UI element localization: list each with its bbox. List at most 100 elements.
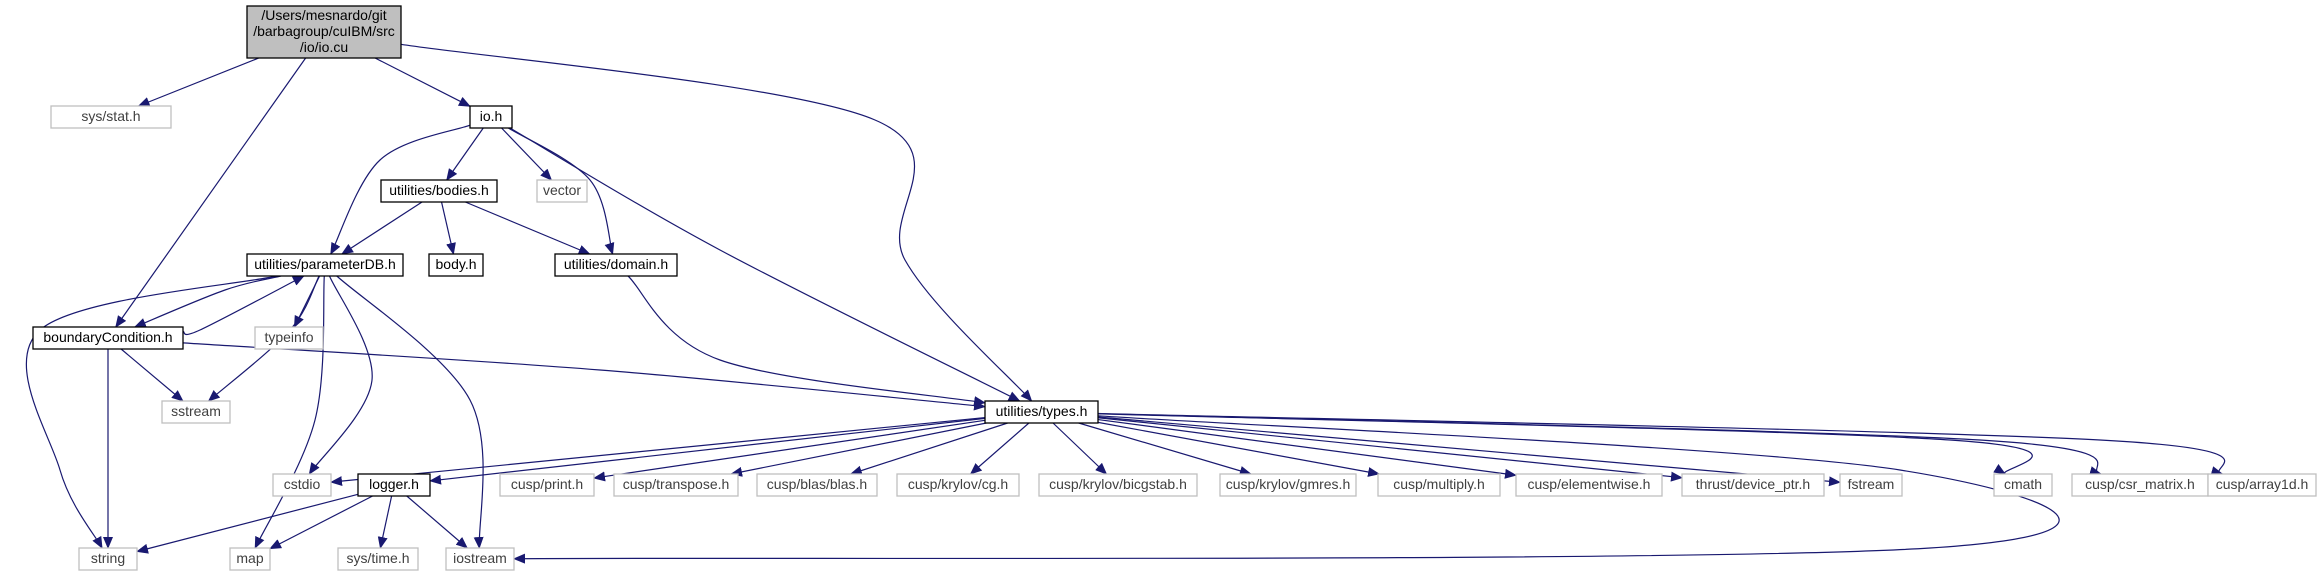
node-label: sys/time.h [346, 550, 409, 566]
edge-io_h-to-bodies [446, 127, 484, 181]
node-label: cusp/krylov/gmres.h [1226, 476, 1350, 492]
node-paramdb[interactable]: utilities/parameterDB.h [246, 253, 404, 277]
node-label: cusp/array1d.h [2216, 476, 2309, 492]
node-string: string [78, 547, 138, 571]
node-cstdio: cstdio [272, 473, 332, 497]
node-box [272, 473, 332, 497]
node-box [445, 547, 515, 571]
node-cusp_csr: cusp/csr_matrix.h [2071, 473, 2209, 497]
node-label: cmath [2004, 476, 2042, 492]
edge-types-to-logger [429, 417, 986, 485]
node-cusp_bicgstab: cusp/krylov/bicgstab.h [1038, 473, 1198, 497]
node-box [1377, 473, 1501, 497]
edge-paramdb-to-iostream [336, 275, 484, 549]
node-label: cusp/krylov/cg.h [908, 476, 1008, 492]
node-label: utilities/domain.h [564, 256, 668, 272]
node-cusp_gmres: cusp/krylov/gmres.h [1219, 473, 1357, 497]
node-box [337, 547, 419, 571]
edge-types-to-cusp_blas [849, 422, 1008, 476]
edge-types-to-cmath [1097, 413, 2033, 475]
node-label: boundaryCondition.h [43, 329, 172, 345]
edge-logger-to-map [269, 495, 373, 550]
edge-bc-to-paramdb [182, 275, 305, 336]
edge-root-to-sys_stat [137, 57, 260, 107]
node-box [50, 105, 172, 129]
node-logger[interactable]: logger.h [357, 473, 431, 497]
edge-bc-to-types [182, 342, 986, 411]
node-typeinfo: typeinfo [254, 326, 324, 350]
node-box [78, 547, 138, 571]
node-box [499, 473, 595, 497]
edge-types-to-cusp_csr [1097, 413, 2102, 476]
node-box [1993, 473, 2053, 497]
edge-root-to-types [400, 43, 1033, 402]
edge-io_h-to-vector [501, 127, 553, 181]
edge-paramdb-to-bc [133, 275, 282, 328]
node-body[interactable]: body.h [428, 253, 484, 277]
node-box [1681, 473, 1825, 497]
node-label: /barbagroup/cuIBM/src [253, 23, 395, 39]
node-label: string [91, 550, 125, 566]
node-bc[interactable]: boundaryCondition.h [32, 326, 184, 350]
node-label: utilities/bodies.h [389, 182, 489, 198]
edge-domain-to-types [627, 275, 986, 407]
node-box [246, 253, 404, 277]
node-sstream: sstream [161, 400, 231, 424]
node-box [536, 179, 588, 203]
node-label: sys/stat.h [81, 108, 140, 124]
node-iostream: iostream [445, 547, 515, 571]
node-box [984, 400, 1099, 424]
node-box [469, 105, 513, 129]
edge-paramdb-to-map [254, 275, 325, 549]
edge-paramdb-to-cstdio [308, 275, 373, 475]
node-label: thrust/device_ptr.h [1696, 476, 1810, 492]
node-types[interactable]: utilities/types.h [984, 400, 1099, 424]
node-box [756, 473, 878, 497]
edge-types-to-cusp_cg [969, 422, 1030, 475]
node-label: utilities/parameterDB.h [254, 256, 396, 272]
node-label: cusp/krylov/bicgstab.h [1049, 476, 1187, 492]
edge-types-to-cusp_multiply [1097, 421, 1381, 477]
node-label: /io/io.cu [300, 39, 348, 55]
node-thrust_dptr: thrust/device_ptr.h [1681, 473, 1825, 497]
edges-layer [25, 43, 2226, 564]
node-box [896, 473, 1020, 497]
edge-logger-to-sys_time [377, 495, 393, 549]
edge-logger-to-string [136, 493, 359, 554]
node-box [1038, 473, 1198, 497]
node-label: cusp/transpose.h [623, 476, 730, 492]
node-box [613, 473, 739, 497]
node-box [254, 326, 324, 350]
edge-io_h-to-types [509, 127, 1021, 402]
node-box [2207, 473, 2317, 497]
node-label: sstream [171, 403, 221, 419]
edge-root-to-io_h [374, 57, 471, 107]
node-cusp_array1d: cusp/array1d.h [2207, 473, 2317, 497]
node-label: body.h [436, 256, 477, 272]
node-root: /Users/mesnardo/git/barbagroup/cuIBM/src… [246, 5, 402, 59]
edge-bc-to-sstream [120, 348, 184, 402]
node-label: cusp/csr_matrix.h [2085, 476, 2195, 492]
edge-types-to-cstdio [330, 416, 986, 487]
node-box [554, 253, 678, 277]
node-box [1219, 473, 1357, 497]
edge-bodies-to-body [440, 201, 456, 255]
node-label: cusp/multiply.h [1393, 476, 1485, 492]
node-cusp_multiply: cusp/multiply.h [1377, 473, 1501, 497]
edge-types-to-fstream [1097, 416, 1841, 487]
node-io_h[interactable]: io.h [469, 105, 513, 129]
node-label: cstdio [284, 476, 321, 492]
edge-types-to-cusp_print [593, 419, 986, 482]
node-vector: vector [536, 179, 588, 203]
node-cusp_print: cusp/print.h [499, 473, 595, 497]
edge-paramdb-to-string [25, 275, 277, 549]
node-domain[interactable]: utilities/domain.h [554, 253, 678, 277]
node-box [380, 179, 498, 203]
node-box [32, 326, 184, 350]
node-bodies[interactable]: utilities/bodies.h [380, 179, 498, 203]
node-cmath: cmath [1993, 473, 2053, 497]
node-label: vector [543, 182, 581, 198]
node-label: /Users/mesnardo/git [261, 7, 386, 23]
edge-types-to-cusp_array1d [1097, 412, 2226, 476]
